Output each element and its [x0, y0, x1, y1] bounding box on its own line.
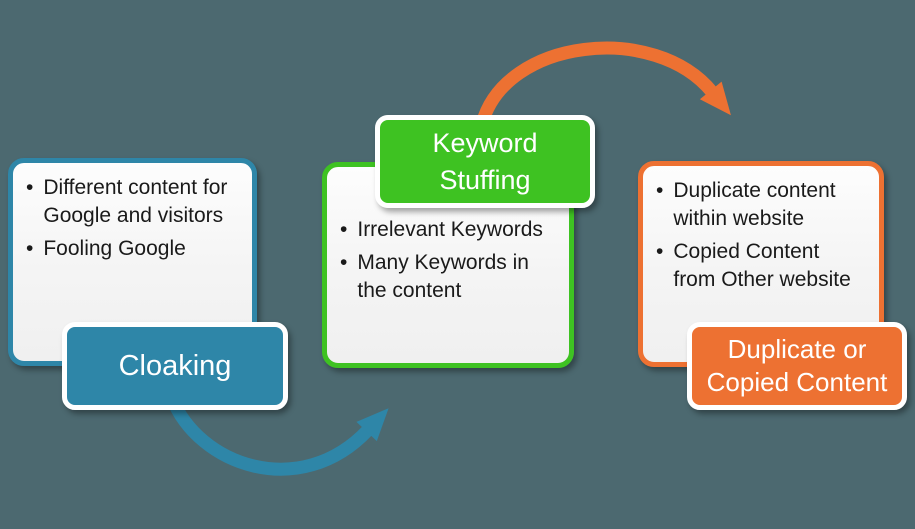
keyword-stuffing-label: Keyword Stuffing	[375, 115, 595, 208]
bullet-item-text: Duplicate content within website	[673, 179, 836, 230]
list-item: Irrelevant Keywords	[340, 216, 563, 244]
list-item: Copied Content from Other website	[656, 238, 873, 294]
duplicate-content-bullet-list: Duplicate content within website Copied …	[643, 166, 879, 294]
bullet-item-text: Many Keywords in the content	[357, 251, 529, 302]
list-item: Many Keywords in the content	[340, 249, 563, 305]
cloaking-label: Cloaking	[62, 322, 288, 410]
bullet-item-text: Irrelevant Keywords	[357, 218, 543, 241]
connector-keyword-stuffing-to-duplicate	[475, 41, 731, 126]
bullet-item-text: Copied Content from Other website	[673, 240, 851, 291]
duplicate-content-label-text: Duplicate or Copied Content	[706, 334, 888, 397]
list-item: Different content for Google and visitor…	[26, 174, 246, 230]
duplicate-content-label: Duplicate or Copied Content	[687, 322, 907, 410]
bullet-item-text: Fooling Google	[43, 237, 186, 260]
keyword-stuffing-bullet-list: Irrelevant Keywords Many Keywords in the…	[327, 167, 569, 305]
keyword-stuffing-label-text: Keyword Stuffing	[432, 127, 538, 195]
cloaking-label-text: Cloaking	[118, 349, 232, 382]
list-item: Duplicate content within website	[656, 177, 873, 233]
list-item: Fooling Google	[26, 235, 246, 263]
bullet-item-text: Different content for Google and visitor…	[43, 176, 228, 227]
cloaking-bullet-list: Different content for Google and visitor…	[13, 163, 252, 263]
